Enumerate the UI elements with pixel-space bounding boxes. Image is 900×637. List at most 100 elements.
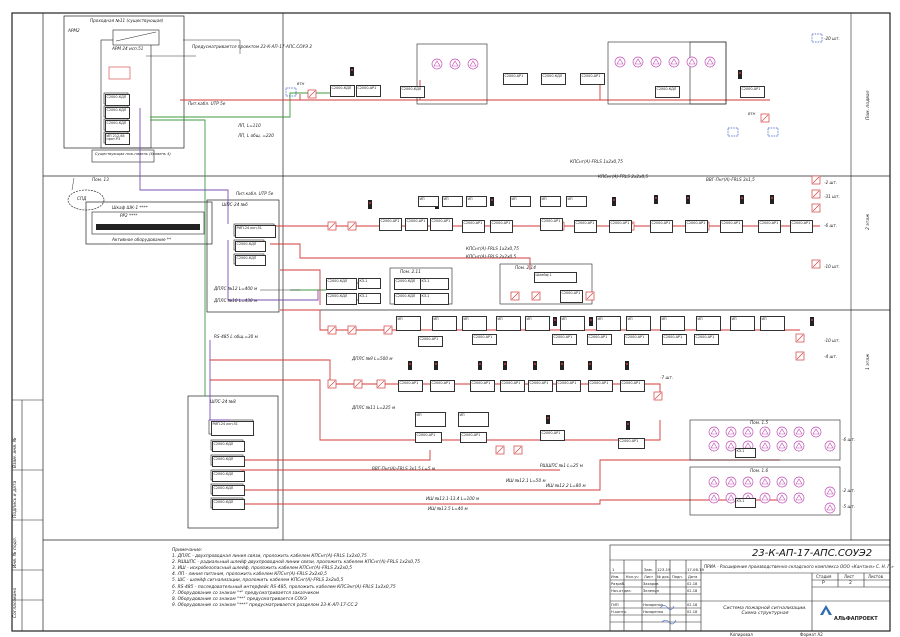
shps-top-label: ШПС-24 №6 (222, 202, 248, 207)
controller-block: С2000-КДЛ (212, 485, 245, 496)
cable-label: ИШ №13.1-13.4 L=100 м (426, 496, 480, 501)
manual-call-point-icon (368, 200, 372, 209)
device-tag: ВТН (748, 112, 756, 116)
flame-detector-icon (776, 492, 788, 504)
module-block: С2000-АР1 (618, 438, 645, 449)
cable-label: Пит.кабл. UTP 5е (188, 101, 226, 106)
sensor-block: ИП (466, 196, 487, 207)
flame-detector-icon (725, 440, 737, 452)
smoke-detector-icon (811, 259, 821, 269)
sensor-block: ИП (510, 196, 531, 207)
module-block: С2000-АР1 (556, 380, 581, 392)
module-block: С2000-АР1 (588, 380, 613, 392)
flame-detector-icon (614, 56, 626, 68)
room-frames (389, 41, 841, 516)
module-block: С2000-АР1 (580, 73, 605, 85)
kz-block: КЗ-1 (735, 448, 756, 458)
kz-block: КЗ-1 (735, 498, 756, 508)
qty-label: -4 шт. (824, 354, 838, 359)
rev-num: 1 (612, 567, 615, 572)
manual-call-point-icon (686, 195, 690, 204)
cable-label: ВВГ-Пнг(А)-FRLS 3х1,5 L=5 м (372, 466, 436, 471)
module-block: С2000-АР1 (552, 334, 577, 345)
flame-detector-icon (759, 426, 771, 438)
manual-call-point-icon (490, 197, 494, 206)
cable-label: КПСнг(А)-FRLS 1х2х0,75 (466, 246, 519, 251)
module-block: С2000-АР1 (560, 290, 583, 303)
module-block: С2000-КДЛ (330, 85, 355, 97)
qty-label: -31 шт. (824, 194, 840, 199)
arm-label: АРМ 24 исп.51 (112, 46, 144, 51)
cable-label: RS-485 L общ.=30 м (214, 334, 258, 339)
sheet-label: Лист (844, 574, 855, 579)
smoke-detector-icon (327, 379, 337, 389)
flame-detector-icon (810, 426, 822, 438)
signal-lines (71, 39, 300, 291)
rev-header-doc: № док. (657, 575, 670, 579)
qty-label: -2 шт. (842, 488, 856, 493)
manual-call-point-icon (478, 361, 482, 370)
sensor-block: ИП (596, 316, 621, 331)
smoke-detector-icon (795, 351, 805, 361)
sensor-block: ИП (442, 196, 463, 207)
project-title: ПРИА - Расширение производственно-складс… (704, 564, 894, 569)
signer-name: Назаренко (643, 603, 664, 607)
company-logo (820, 605, 832, 615)
manual-call-point-icon (612, 197, 616, 206)
kz-block: КЗ-1 (420, 278, 449, 290)
module-block: С2000-АР1 (662, 334, 687, 345)
manual-call-point-icon (588, 361, 592, 370)
shkaf-label: Шкаф ШК-1 **** (112, 205, 148, 210)
signer-name: Захаров (643, 582, 659, 586)
smoke-detector-icon (495, 445, 505, 455)
flame-detector-icon (708, 440, 720, 452)
module-block: С2000-АР1 (540, 430, 565, 441)
module-block: С2000-АР1 (720, 220, 743, 233)
room214-label: Пом. 2.14 (515, 265, 536, 270)
module-block: С2000-АР1 (790, 220, 813, 233)
module-block: С2000-АР1 (472, 334, 497, 345)
shps-bottom-label: ШПС-24 №8 (210, 399, 236, 404)
smoke-detector-icon (795, 333, 805, 343)
manual-call-point-icon (738, 70, 742, 79)
patch-panel (96, 224, 200, 230)
cable-label: Пит.кабл. UTP 5е (236, 191, 274, 196)
flame-detector-icon (759, 476, 771, 488)
controller-block: С2000-КДЛ (212, 471, 245, 482)
controller-block: С2000-КДЛ (212, 441, 245, 452)
manual-call-point-icon (626, 421, 630, 430)
qty-label: -6 шт. (842, 437, 856, 442)
controller-block: С2000-КДЛ (105, 94, 130, 106)
flame-detector-icon (449, 58, 461, 70)
cable-label: КПСнг(А)-FRLS 2х2х0,5 (598, 174, 649, 179)
cable-label: ИШ №12.2 L=80 м (546, 483, 586, 488)
module-block: С2000-АР1 (694, 334, 719, 345)
cable-label: ЛП, L общ. =220 (238, 133, 274, 138)
smoke-detector-icon (353, 379, 363, 389)
smoke-detector-icon (510, 291, 520, 301)
smoke-detector-icon (347, 221, 357, 231)
smoke-detector-icon (347, 325, 357, 335)
flame-detector-icon (668, 56, 680, 68)
controller-block: ИП 212-64 прот.Р3 (105, 133, 130, 145)
module-block: С2000-АР1 (620, 380, 645, 392)
room211-label: Пом. 2.11 (400, 269, 421, 274)
cable-label: КПСнг(А)-FRLS 2х2х0,5 (466, 254, 517, 259)
rev-header-date: Дата (688, 575, 698, 579)
module-block: С2000-АР1 (398, 380, 423, 392)
sensor-block: ИП (730, 316, 755, 331)
cable-label: РШШПС №1 L=25 м (540, 463, 583, 468)
flame-detector-icon (824, 486, 836, 498)
signature-mark (659, 605, 675, 610)
controller-block: С2000-КДЛ (212, 499, 245, 510)
cable-label: КПСнг(А)-FRLS 1х2х0,75 (570, 159, 623, 164)
flame-detector-icon (759, 440, 771, 452)
manual-call-point-icon (408, 361, 412, 370)
note-line: 8. Оборудование со знаком "**" предусмат… (172, 596, 307, 602)
stage-value: Р (822, 581, 825, 586)
doc-code: 23-К-АП-17-АПС.СОУЭ2 (752, 548, 873, 559)
inner-frame (42, 12, 891, 632)
manual-call-point-icon (625, 361, 629, 370)
qty-label: -5 шт. (842, 504, 856, 509)
controller-block: С2000-КДЛ (394, 278, 423, 290)
